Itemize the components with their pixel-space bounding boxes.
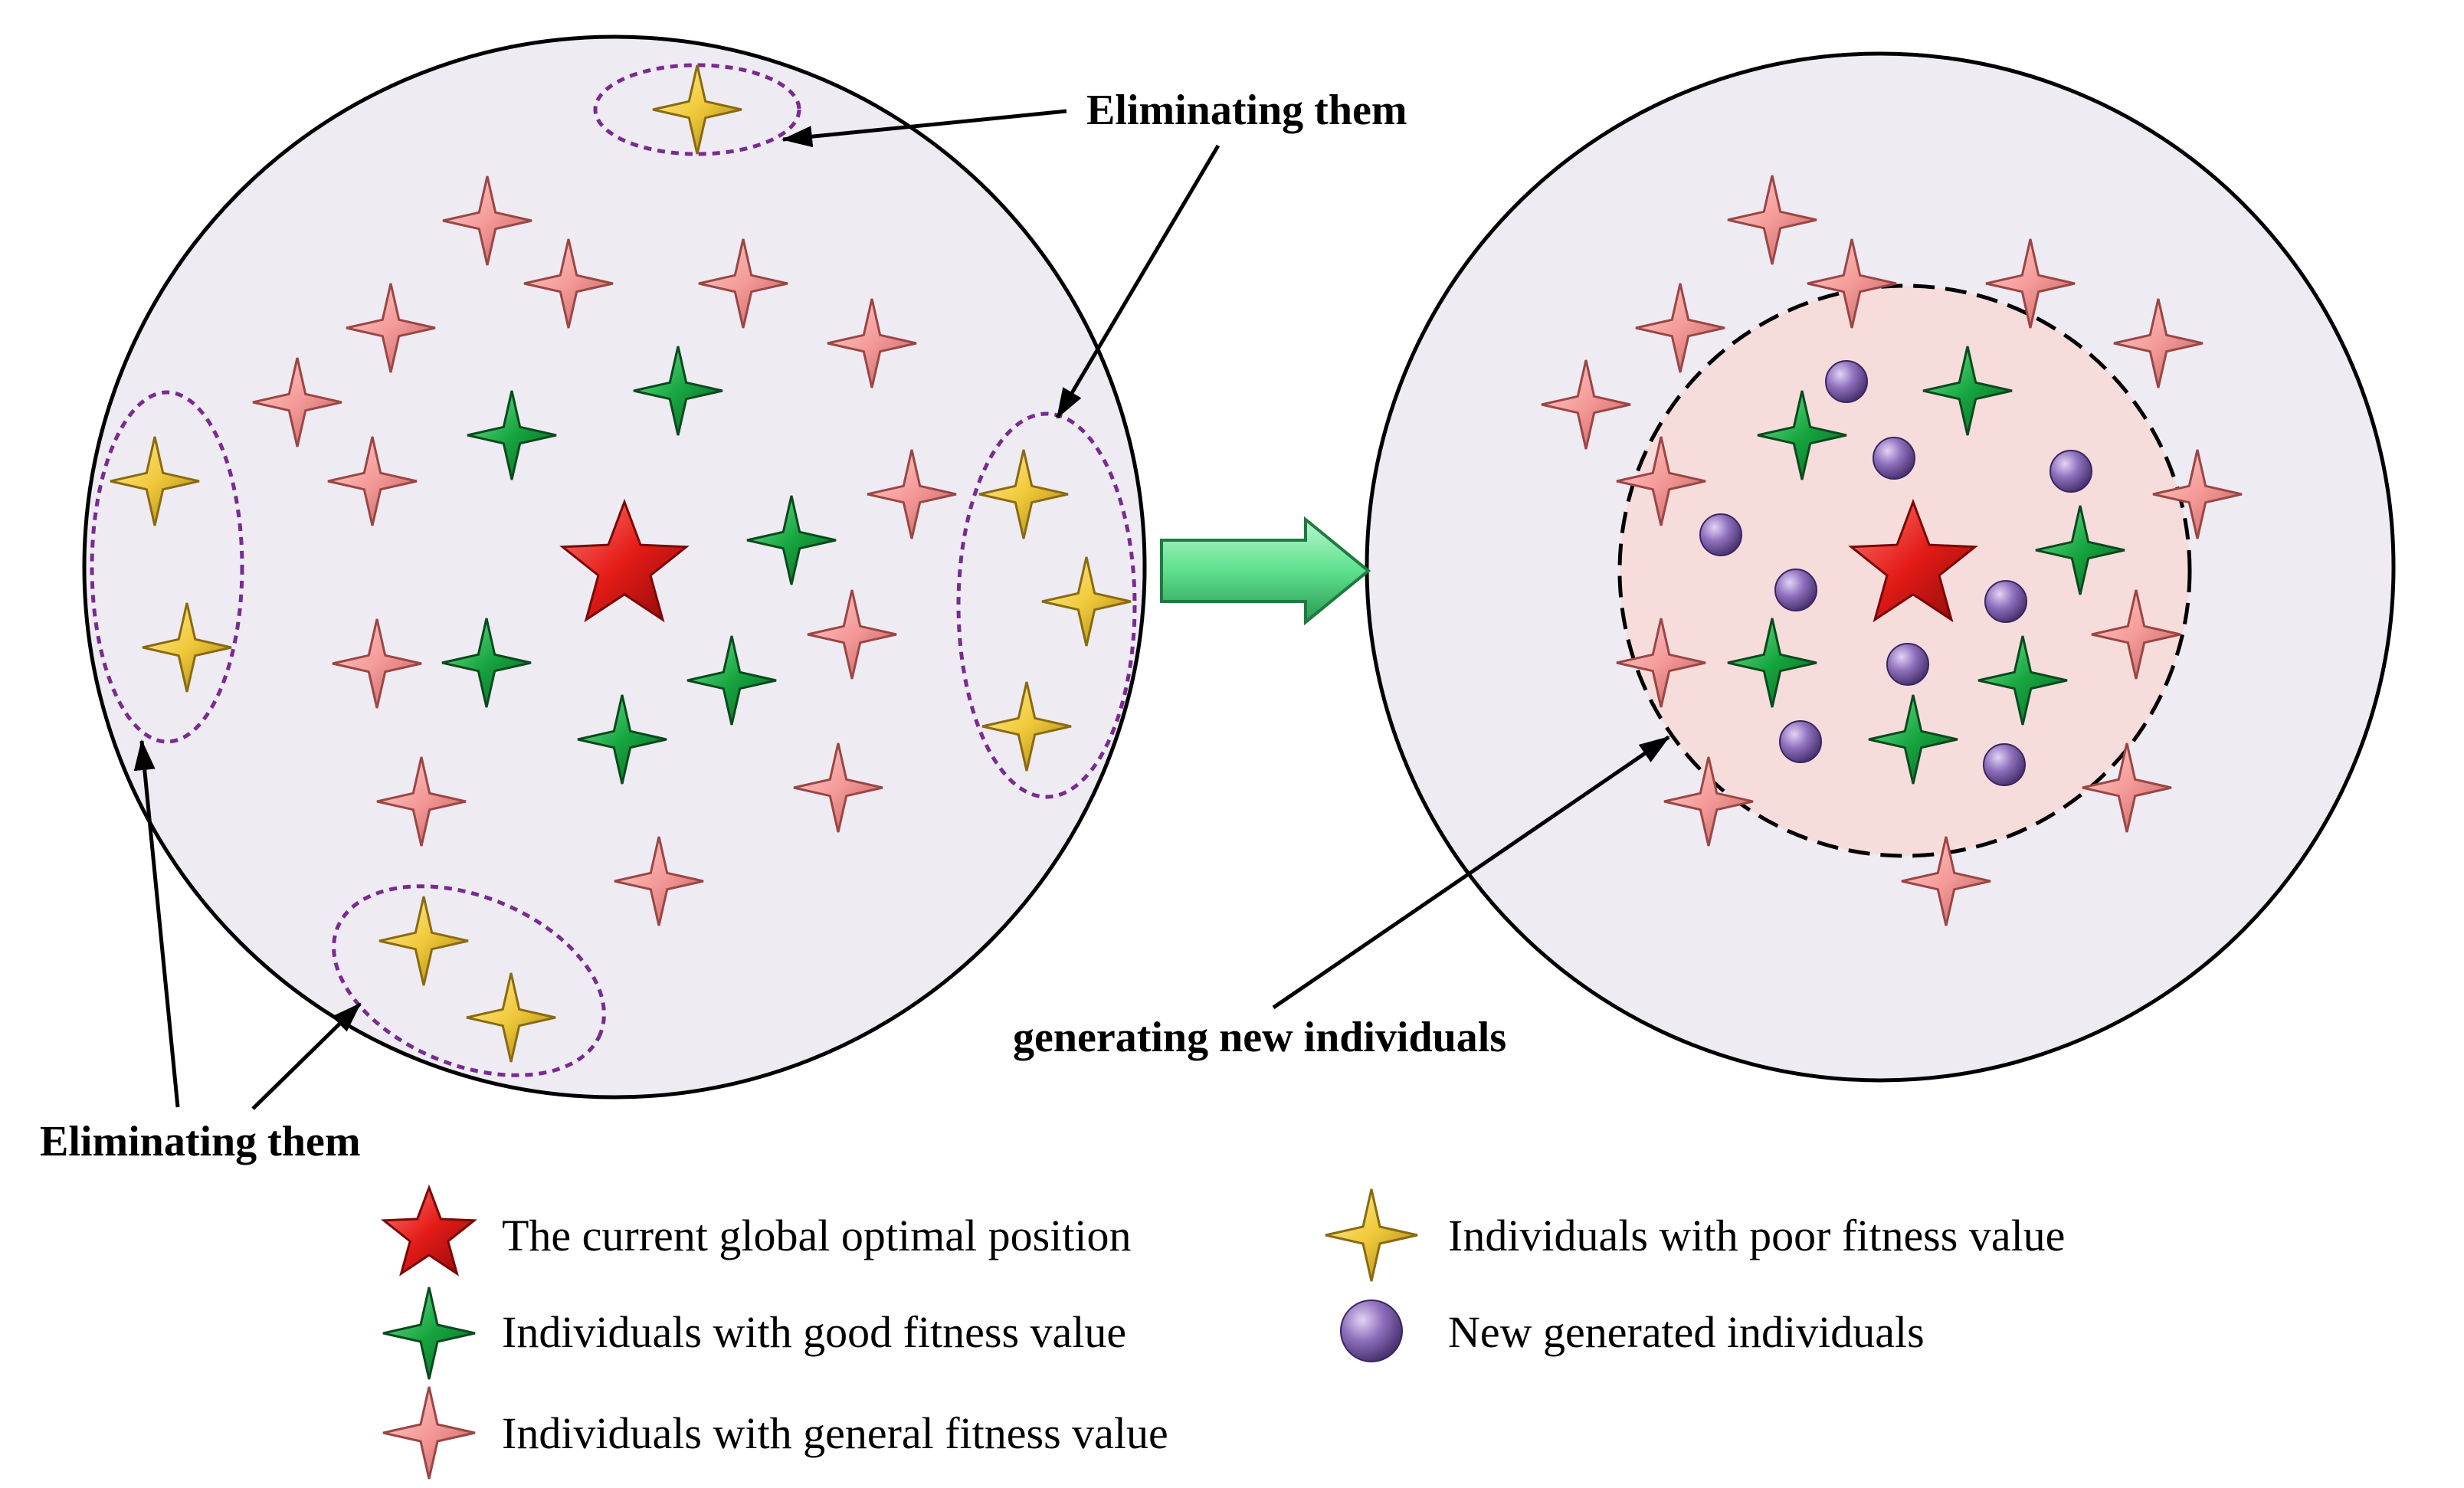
general-individual-star-icon <box>1616 618 1706 708</box>
good-individual-star-icon <box>441 618 532 708</box>
legend: The current global optimal position Indi… <box>380 1184 2065 1480</box>
general-individual-star-icon <box>1727 175 1817 265</box>
legend-label-new: New generated individuals <box>1448 1307 1925 1357</box>
poor-individual-star-icon <box>652 64 742 155</box>
general-individual-star-icon <box>2091 589 2181 680</box>
poor-individual-star-icon <box>110 436 200 526</box>
legend-label-poor: Individuals with poor fitness value <box>1448 1211 2065 1260</box>
general-individual-star-icon <box>827 298 917 388</box>
global-optimal-star-icon <box>1848 498 1978 623</box>
poor-individual-star-icon <box>466 972 556 1063</box>
arrow-bottom-eliminate <box>251 1002 362 1110</box>
general-individual-star-icon <box>376 756 467 847</box>
label-eliminating-top: Eliminating them <box>1086 87 1407 134</box>
general-individual-star-icon <box>252 357 342 447</box>
legend-label-optimal: The current global optimal position <box>502 1211 1132 1260</box>
new-individual-sphere-icon <box>1779 720 1822 763</box>
good-individual-star-icon <box>1757 390 1847 480</box>
general-individual-star-icon <box>807 589 897 680</box>
label-generating: generating new individuals <box>1013 1014 1506 1061</box>
general-individual-star-icon <box>1541 359 1631 450</box>
legend-icons <box>380 1184 1418 1480</box>
new-individual-sphere-icon <box>1984 580 2027 623</box>
elimination-ellipse-bottom <box>332 884 606 1077</box>
general-individual-star-icon <box>346 283 436 373</box>
good-individual-star-icon <box>686 635 777 726</box>
arrow-right-eliminate <box>1055 144 1221 419</box>
transition-arrow <box>1160 516 1371 626</box>
legend-general-star-icon <box>382 1386 476 1480</box>
general-individual-star-icon <box>2082 742 2172 833</box>
good-individual-star-icon <box>1977 635 2068 726</box>
legend-label-general: Individuals with general fitness value <box>502 1408 1168 1458</box>
poor-individual-star-icon <box>978 449 1069 539</box>
good-individual-star-icon <box>633 346 723 436</box>
legend-new-sphere-icon <box>1340 1300 1403 1362</box>
general-individual-star-icon <box>332 618 422 709</box>
arrow-top-eliminate <box>781 109 1067 148</box>
poor-individual-star-icon <box>1041 556 1132 647</box>
general-individual-star-icon <box>1901 836 1991 926</box>
legend-good-star-icon <box>382 1286 476 1380</box>
general-individual-star-icon <box>1663 756 1754 847</box>
label-eliminating-bottom: Eliminating them <box>40 1118 360 1165</box>
elimination-ellipse-right <box>956 411 1137 799</box>
general-individual-star-icon <box>1807 238 1897 329</box>
general-individual-star-icon <box>1616 436 1706 526</box>
general-individual-star-icon <box>793 742 883 833</box>
legend-optimal-star-icon <box>380 1184 478 1277</box>
good-individual-star-icon <box>746 495 837 585</box>
general-individual-star-icon <box>2152 449 2243 539</box>
good-individual-star-icon <box>467 390 557 480</box>
good-individual-star-icon <box>577 694 667 785</box>
general-individual-star-icon <box>698 238 788 329</box>
general-individual-star-icon <box>327 436 418 526</box>
new-individual-sphere-icon <box>1983 743 2026 786</box>
legend-label-good: Individuals with good fitness value <box>502 1307 1126 1357</box>
individuals-layer <box>110 64 2243 1063</box>
good-individual-star-icon <box>1727 618 1817 708</box>
legend-poor-star-icon <box>1325 1188 1418 1282</box>
elimination-ellipse-top <box>593 63 801 156</box>
general-individual-star-icon <box>867 449 957 539</box>
arrow-left-eliminate <box>133 739 180 1108</box>
good-individual-star-icon <box>1868 694 1958 785</box>
arrow-generating <box>1272 735 1670 1010</box>
elimination-ellipse-left <box>90 390 244 744</box>
general-individual-star-icon <box>1985 238 2076 329</box>
new-individual-sphere-icon <box>1886 643 1929 686</box>
new-individual-sphere-icon <box>1699 513 1742 556</box>
new-individual-sphere-icon <box>1873 437 1915 480</box>
general-individual-star-icon <box>442 175 532 266</box>
good-individual-star-icon <box>2035 505 2125 595</box>
new-individual-sphere-icon <box>1825 360 1868 403</box>
poor-individual-star-icon <box>142 602 232 693</box>
poor-individual-star-icon <box>378 896 469 986</box>
global-optimal-star-icon <box>559 498 690 623</box>
new-individual-sphere-icon <box>2050 450 2092 493</box>
good-individual-star-icon <box>1922 346 2013 436</box>
new-individual-sphere-icon <box>1774 569 1817 611</box>
general-individual-star-icon <box>1635 283 1725 373</box>
general-individual-star-icon <box>2113 298 2204 388</box>
general-individual-star-icon <box>523 238 614 329</box>
poor-individual-star-icon <box>981 681 1072 772</box>
general-individual-star-icon <box>614 836 704 926</box>
